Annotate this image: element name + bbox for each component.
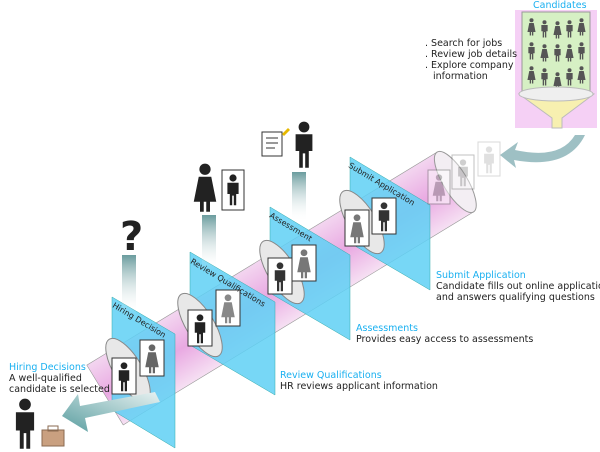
stage-assessments: Assessments Provides easy access to asse… — [356, 323, 533, 345]
bullet: . Review job details — [425, 49, 518, 60]
bullet: . Explore company — [425, 60, 514, 71]
stage-title: Hiring Decisions — [9, 362, 86, 373]
stage-desc: and answers qualifying questions — [436, 292, 595, 303]
stage-desc: A well-qualified — [9, 373, 82, 384]
man-icon — [295, 121, 313, 168]
bullet: information — [433, 71, 488, 82]
resume-cards-icon — [221, 169, 245, 211]
stage-desc: Provides easy access to assessments — [356, 334, 534, 345]
stage-submit-application: Submit Application Candidate fills out o… — [436, 270, 600, 303]
stage-title: Review Qualifications — [280, 370, 382, 381]
stage-hiring-decisions: Hiring Decisions A well-qualified candid… — [9, 362, 110, 395]
stage-desc: HR reviews applicant information — [280, 381, 438, 392]
stage-desc: candidate is selected — [9, 384, 110, 395]
curved-arrow-icon — [500, 135, 585, 168]
form-pencil-icon — [261, 128, 290, 157]
candidates-title: Candidates — [533, 0, 587, 11]
question-mark-icon: ? — [120, 214, 143, 260]
candidates-funnel-box — [515, 10, 597, 129]
stage-review-qualifications: Review Qualifications HR reviews applica… — [280, 370, 438, 392]
applicant-cards — [111, 141, 501, 395]
stage-title: Submit Application — [436, 270, 526, 281]
stage-title: Assessments — [356, 323, 418, 334]
stage-desc: Candidate fills out online application — [436, 281, 600, 292]
briefcase-icon — [41, 425, 65, 447]
hired-candidate-icon — [15, 398, 35, 449]
output-arrow-icon — [62, 392, 160, 432]
bullet: . Search for jobs — [425, 38, 503, 49]
woman-icon — [193, 163, 217, 212]
candidate-activities-list: . Search for jobs . Review job details .… — [425, 38, 517, 82]
